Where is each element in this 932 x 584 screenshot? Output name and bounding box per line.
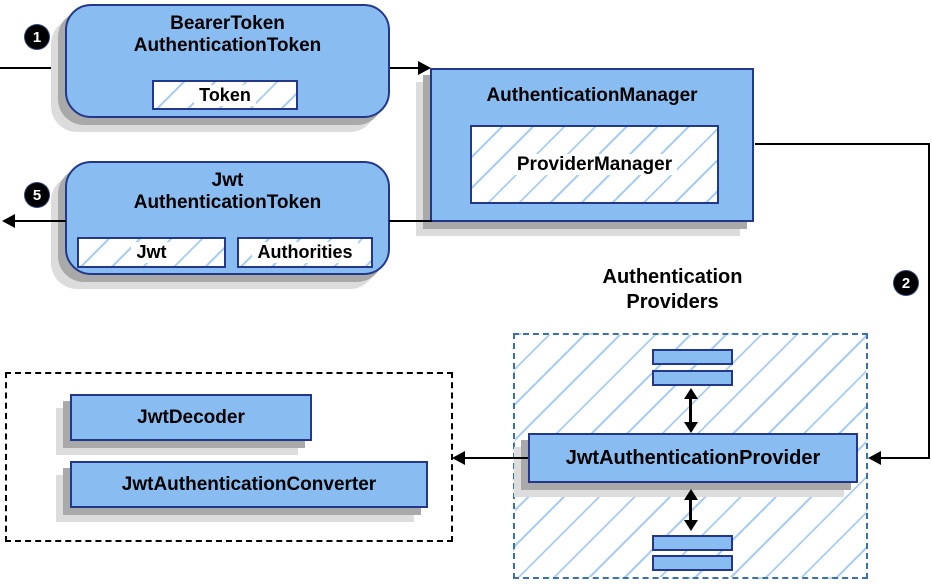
double-arrow-top-down-icon: [684, 422, 698, 433]
step-5-marker: 5: [25, 183, 49, 207]
manager-to-provider-line-top: [755, 143, 930, 145]
double-arrow-bottom-line: [689, 499, 692, 521]
double-arrow-bottom-up-icon: [684, 489, 698, 500]
step-2-marker: 2: [894, 271, 918, 295]
provider-to-converter-arrowhead-icon: [452, 451, 465, 465]
authorities-chip: Authorities: [237, 237, 373, 268]
bearer-to-manager-line: [390, 67, 419, 69]
authentication-providers-label-line1: Authentication: [602, 266, 743, 288]
step-5-number: 5: [32, 186, 42, 204]
double-arrow-top-line: [689, 398, 692, 424]
jwt-token-title-line1: Jwt: [211, 170, 244, 191]
token-chip-label: Token: [194, 84, 256, 106]
step-1-marker: 1: [25, 25, 49, 49]
success-out-line: [14, 220, 66, 222]
incoming-request-line: [0, 67, 66, 69]
provider-manager-chip-label: ProviderManager: [511, 154, 678, 175]
authentication-manager-node: AuthenticationManager ProviderManager: [430, 68, 754, 222]
jwt-authentication-provider-label: JwtAuthenticationProvider: [565, 446, 821, 469]
other-provider-rect-top-2: [652, 370, 733, 386]
jwt-decoder-node: JwtDecoder: [70, 394, 312, 441]
jwt-authentication-provider-node: JwtAuthenticationProvider: [528, 433, 858, 483]
manager-to-provider-line-bottom: [881, 457, 929, 459]
bearer-token-node-title: BearerToken AuthenticationToken: [67, 13, 388, 57]
authentication-providers-label: Authentication Providers: [545, 265, 800, 315]
authentication-providers-label-line2: Providers: [626, 291, 719, 313]
jwt-authentication-converter-label: JwtAuthenticationConverter: [121, 473, 377, 495]
jwt-authentication-converter-node: JwtAuthenticationConverter: [70, 461, 428, 508]
jwt-chip: Jwt: [77, 237, 226, 268]
authentication-manager-title: AuthenticationManager: [486, 85, 698, 106]
step-1-number: 1: [32, 28, 42, 46]
jwt-authentication-token-node: Jwt AuthenticationToken Jwt Authorities: [65, 161, 390, 275]
authorities-chip-label: Authorities: [252, 242, 358, 263]
bearer-token-title-line2: AuthenticationToken: [133, 35, 322, 56]
manager-to-provider-arrowhead-icon: [868, 451, 881, 465]
bearer-token-title-line1: BearerToken: [170, 13, 285, 34]
success-out-arrowhead-icon: [2, 214, 15, 228]
other-provider-rect-bottom-1: [652, 535, 733, 551]
bearer-to-manager-arrowhead-icon: [418, 61, 431, 75]
jwt-decoder-label: JwtDecoder: [137, 406, 245, 428]
jwt-chip-label: Jwt: [131, 242, 172, 263]
manager-to-provider-line-vertical: [928, 143, 930, 459]
double-arrow-bottom-down-icon: [684, 520, 698, 531]
other-provider-rect-top-1: [652, 349, 733, 365]
step-2-number: 2: [901, 274, 911, 292]
provider-to-converter-line: [465, 457, 528, 459]
jwt-token-title-line2: AuthenticationToken: [133, 192, 322, 213]
token-chip: Token: [152, 80, 298, 110]
manager-to-jwt-token-line: [389, 220, 432, 222]
jwt-token-node-title: Jwt AuthenticationToken: [67, 170, 388, 214]
provider-manager-chip: ProviderManager: [470, 125, 719, 204]
double-arrow-top-up-icon: [684, 388, 698, 399]
other-provider-rect-bottom-2: [652, 555, 733, 571]
bearer-token-authentication-token-node: BearerToken AuthenticationToken Token: [65, 4, 390, 118]
